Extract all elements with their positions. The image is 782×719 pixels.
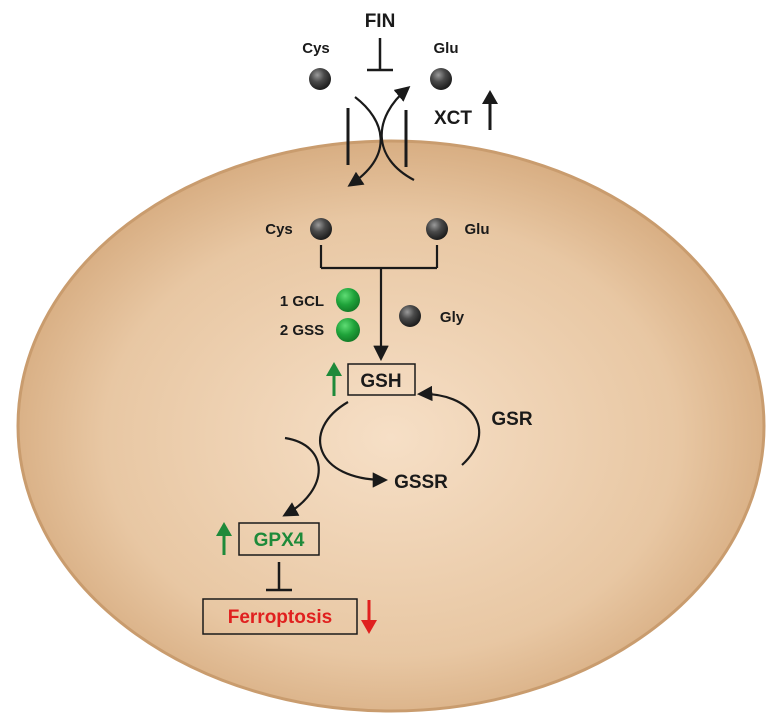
inside-cys-molecule: [310, 218, 332, 240]
gssr-to-gsh-arc: [416, 385, 481, 466]
xct-up-arrow-icon: [482, 90, 498, 130]
synthesis-bracket: [319, 245, 439, 270]
gss-enzyme: [336, 318, 360, 342]
inside-cys-label: Cys: [265, 221, 293, 238]
gsh-label: GSH: [360, 371, 401, 392]
gsh-box: [347, 363, 416, 396]
inside-glu-label: Glu: [465, 221, 490, 238]
xct-label: XCT: [434, 108, 472, 129]
cys-import-arrow: [347, 96, 382, 187]
fin-inhibition-icon: [367, 38, 393, 72]
cell-body: [16, 139, 766, 713]
outside-glu-molecule: [430, 68, 452, 90]
outside-cys-molecule: [309, 68, 331, 90]
gly-label: Gly: [440, 309, 465, 326]
gcl-enzyme: [336, 288, 360, 312]
ferroptosis-label: Ferroptosis: [228, 607, 333, 628]
gpx4-up-arrow-icon: [216, 522, 232, 555]
fin-label: FIN: [365, 11, 396, 32]
gpx4-label: GPX4: [254, 530, 305, 551]
outside-cys-label: Cys: [302, 40, 330, 57]
ferroptosis-down-arrow-icon: [361, 600, 377, 634]
inside-glu-molecule: [426, 218, 448, 240]
xct-transporter: [346, 108, 408, 167]
gcl-label: 1 GCL: [280, 293, 324, 310]
ferroptosis-box: [202, 598, 358, 635]
gpx4-box: [238, 522, 320, 556]
gsr-label: GSR: [491, 409, 532, 430]
outside-glu-label: Glu: [434, 40, 459, 57]
gpx4-inhibition-icon: [266, 562, 292, 592]
glu-export-arrow: [380, 86, 415, 181]
gssr-label: GSSR: [394, 472, 448, 493]
gss-label: 2 GSS: [280, 322, 324, 339]
gpx4-branch-arrow: [282, 436, 320, 517]
gly-molecule: [399, 305, 421, 327]
gsh-to-gssr-arc: [319, 401, 389, 488]
gsh-up-arrow-icon: [326, 362, 342, 396]
